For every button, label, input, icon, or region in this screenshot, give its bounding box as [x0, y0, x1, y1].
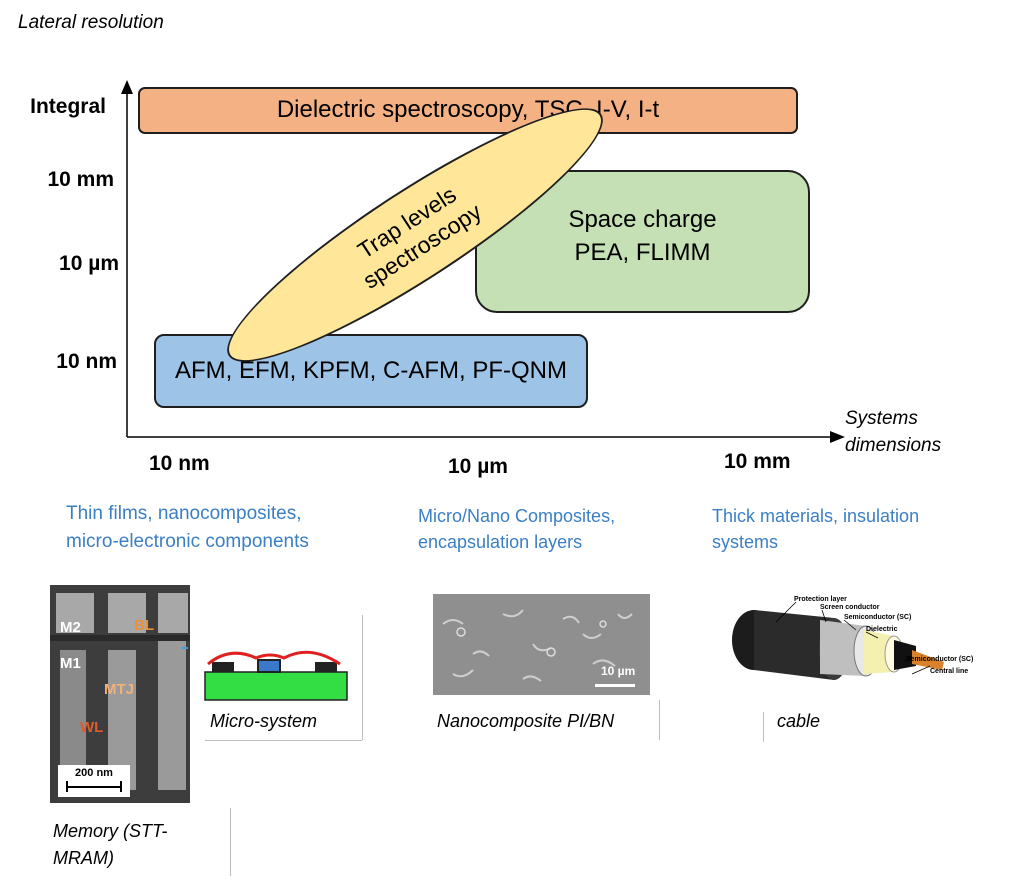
space-charge-methods-label: PEA, FLIMM — [574, 238, 711, 266]
memory-caption: Memory (STT- MRAM) — [53, 818, 167, 872]
category-thick-materials-line1: Thick materials, insulation — [712, 506, 920, 526]
dielectric-spectroscopy-box: Dielectric spectroscopy, TSC, I-V, I-t — [138, 87, 798, 134]
x-tick-10nm: 10 nm — [149, 452, 210, 475]
memory-label-m1: M1 — [60, 655, 81, 672]
microsystem-caption: Micro-system — [210, 711, 317, 731]
y-tick-10nm: 10 nm — [56, 350, 117, 373]
category-micro-nano: Micro/Nano Composites, encapsulation lay… — [418, 503, 615, 555]
y-axis-arrow — [121, 80, 133, 94]
y-tick-10um: 10 µm — [59, 252, 119, 275]
afm-box: AFM, EFM, KPFM, C-AFM, PF-QNM — [154, 334, 588, 408]
memory-caption-line1: Memory (STT- — [53, 821, 168, 841]
cable-caption: cable — [777, 711, 821, 731]
nanocomposite-divider-right — [659, 700, 660, 740]
microsystem-divider-bottom — [205, 740, 362, 741]
memory-label-wl: WL — [80, 719, 104, 736]
memory-image: M2 BL M1 MTJ WL 200 nm — [50, 585, 190, 803]
category-thin-films-line2: micro-electronic components — [66, 530, 309, 552]
category-thin-films-line1: Thin films, nanocomposites, — [66, 503, 302, 524]
x-axis-arrow — [830, 431, 845, 443]
nanocomposite-image: 10 µm — [433, 594, 650, 695]
microsystem-divider-right — [362, 615, 363, 740]
memory-label-bl: BL — [134, 617, 154, 634]
memory-scalebar: 200 nm — [58, 765, 130, 797]
cable-layer-semiconductor-inner: Semiconductor (SC) — [906, 656, 974, 663]
space-charge-label: Space charge — [568, 206, 717, 234]
memory-label-mtj: MTJ — [104, 681, 134, 698]
category-micro-nano-line2: encapsulation layers — [418, 532, 583, 553]
x-axis-label-line2: dimensions — [845, 434, 942, 456]
cable-layer-semiconductor-outer: Semiconductor (SC) — [844, 614, 912, 621]
x-axis-label-line1: Systems — [845, 408, 918, 429]
memory-label-m2: M2 — [60, 619, 81, 636]
microsystem-image — [204, 650, 348, 701]
category-thick-materials-line2: systems — [712, 532, 779, 553]
cable-image: Protection layer Screen conductor Semico… — [716, 590, 996, 710]
memory-caption-line2: MRAM) — [53, 848, 114, 868]
cable-layer-dielectric: Dielectric — [866, 626, 898, 633]
x-tick-10um: 10 µm — [448, 455, 508, 478]
category-micro-nano-line1: Micro/Nano Composites, — [418, 506, 616, 526]
axes — [121, 80, 845, 443]
memory-divider — [230, 808, 231, 876]
category-thick-materials: Thick materials, insulation systems — [712, 503, 919, 555]
y-tick-integral: Integral — [30, 95, 106, 118]
cable-divider-left — [763, 712, 764, 742]
cable-layer-central-line: Central line — [930, 668, 969, 675]
x-axis-label: Systems dimensions — [845, 406, 941, 459]
y-tick-10mm: 10 mm — [47, 168, 114, 191]
x-tick-10mm: 10 mm — [724, 450, 791, 473]
chart-title: Lateral resolution — [18, 12, 164, 33]
cable-layer-protection: Protection layer — [794, 596, 847, 603]
nanocomposite-sem — [433, 594, 650, 695]
nanocomposite-caption: Nanocomposite PI/BN — [437, 711, 615, 731]
category-thin-films: Thin films, nanocomposites, micro-electr… — [66, 500, 309, 555]
memory-scale-label: 200 nm — [75, 767, 113, 779]
nanocomposite-scale-label: 10 µm — [601, 664, 636, 678]
cable-drawing — [732, 601, 944, 680]
cable-layer-screen: Screen conductor — [820, 604, 880, 611]
